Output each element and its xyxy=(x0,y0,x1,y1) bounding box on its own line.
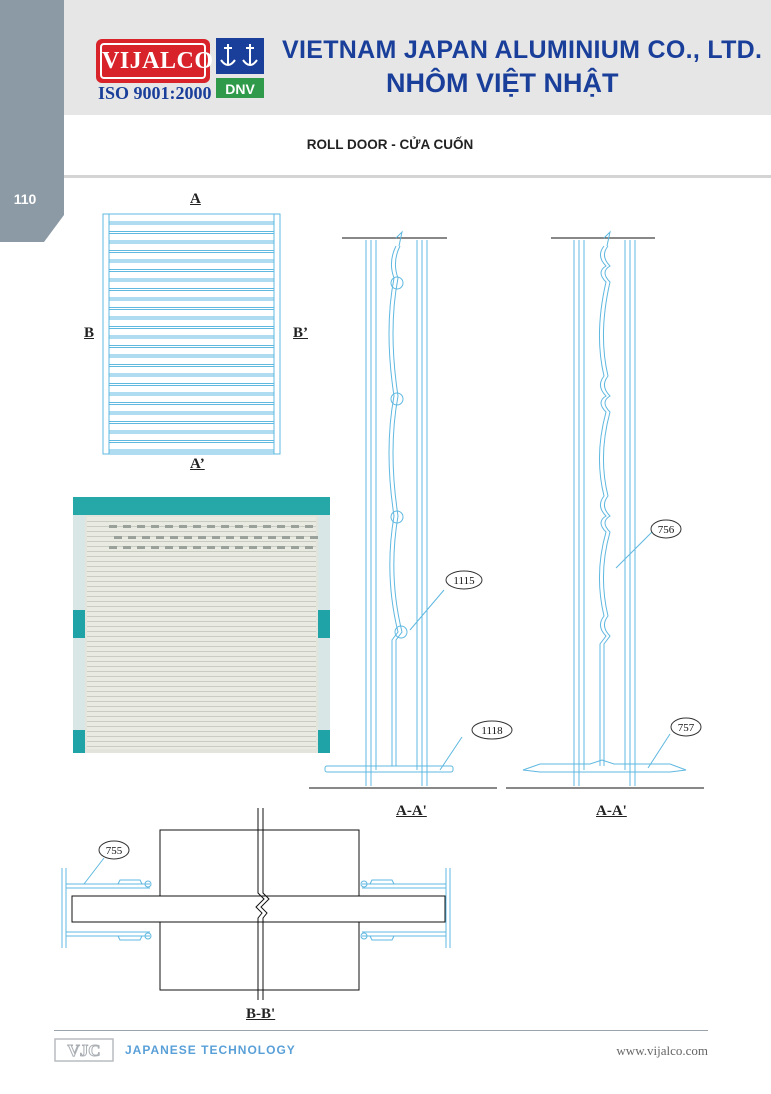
vent-slot xyxy=(207,546,215,549)
footer-divider xyxy=(54,1030,708,1031)
vent-slot xyxy=(137,525,145,528)
callout-1118-bubble xyxy=(471,720,513,740)
vjc-text: VJC xyxy=(67,1041,100,1060)
vent-slot xyxy=(268,536,276,539)
page-title: ROLL DOOR - CỬA CUỐN xyxy=(306,137,474,152)
vent-slot xyxy=(235,525,243,528)
vent-slot xyxy=(221,525,229,528)
roll-door-photo xyxy=(73,497,330,753)
vent-slot xyxy=(109,546,117,549)
vent-slot xyxy=(310,536,318,539)
page-number: 110 xyxy=(13,191,37,207)
vent-slot xyxy=(282,536,290,539)
vent-slot xyxy=(263,546,271,549)
elevation-label-a-prime: A’ xyxy=(190,456,205,472)
vent-slot xyxy=(277,546,285,549)
vent-slot xyxy=(142,536,150,539)
vent-slot xyxy=(240,536,248,539)
vent-slot xyxy=(263,525,271,528)
vent-slot xyxy=(226,536,234,539)
vent-slot xyxy=(193,525,201,528)
company-name-vi: NHÔM VIỆT NHẬT xyxy=(386,68,619,98)
vent-slot xyxy=(156,536,164,539)
vent-slot xyxy=(193,546,201,549)
vent-slot xyxy=(305,525,313,528)
vent-slot xyxy=(305,546,313,549)
vent-slot xyxy=(151,546,159,549)
vent-slot xyxy=(165,546,173,549)
callout-757-bubble xyxy=(670,717,702,737)
callout-1115-bubble xyxy=(445,570,483,590)
section-label-b-b: B-B' xyxy=(246,1006,276,1022)
vent-slot xyxy=(123,546,131,549)
callout-756: 756 xyxy=(658,524,675,536)
footer-website: www.vijalco.com xyxy=(616,1043,708,1058)
vent-slot xyxy=(170,536,178,539)
footer-tagline: JAPANESE TECHNOLOGY xyxy=(125,1043,296,1057)
vent-slot xyxy=(296,536,304,539)
vent-slot xyxy=(109,525,117,528)
vent-slot xyxy=(291,546,299,549)
vent-slot xyxy=(291,525,299,528)
callout-755: 755 xyxy=(106,845,123,857)
dnv-text: DNV xyxy=(225,81,255,97)
vent-slot xyxy=(179,525,187,528)
vijalco-logo: VIJALCO xyxy=(96,39,213,83)
elevation-label-a: A xyxy=(190,191,201,207)
side-strip xyxy=(0,0,64,180)
section-label-a-a-right: A-A' xyxy=(596,803,627,819)
company-name-en: VIETNAM JAPAN ALUMINIUM CO., LTD. xyxy=(282,36,763,64)
callout-756-bubble xyxy=(650,519,682,539)
vent-slot xyxy=(137,546,145,549)
logo-text: VIJALCO xyxy=(100,43,213,79)
vent-slot xyxy=(114,536,122,539)
vent-slot xyxy=(165,525,173,528)
vent-slot xyxy=(254,536,262,539)
vent-slot xyxy=(128,536,136,539)
iso-certification: ISO 9001:2000 xyxy=(98,83,212,103)
vent-slot xyxy=(249,546,257,549)
dnv-logo: DNV xyxy=(216,38,264,100)
title-band xyxy=(64,115,771,178)
vent-slot xyxy=(249,525,257,528)
elevation-label-b-prime: B’ xyxy=(293,325,308,341)
vent-slot xyxy=(184,536,192,539)
vjc-footer-logo: VJC xyxy=(54,1038,114,1062)
callout-1115: 1115 xyxy=(453,575,475,587)
vent-slot xyxy=(221,546,229,549)
callout-757: 757 xyxy=(678,722,695,734)
elevation-label-b: B xyxy=(84,325,95,341)
page-tab xyxy=(0,180,64,242)
vent-slot xyxy=(212,536,220,539)
vent-slot xyxy=(235,546,243,549)
callout-1118: 1118 xyxy=(481,725,503,737)
vent-slot xyxy=(207,525,215,528)
vent-slot xyxy=(179,546,187,549)
vent-slot xyxy=(151,525,159,528)
vent-slot xyxy=(123,525,131,528)
vent-slot xyxy=(277,525,285,528)
vent-slot xyxy=(198,536,206,539)
callout-755-bubble xyxy=(98,840,130,860)
section-label-a-a-left: A-A' xyxy=(396,803,427,819)
